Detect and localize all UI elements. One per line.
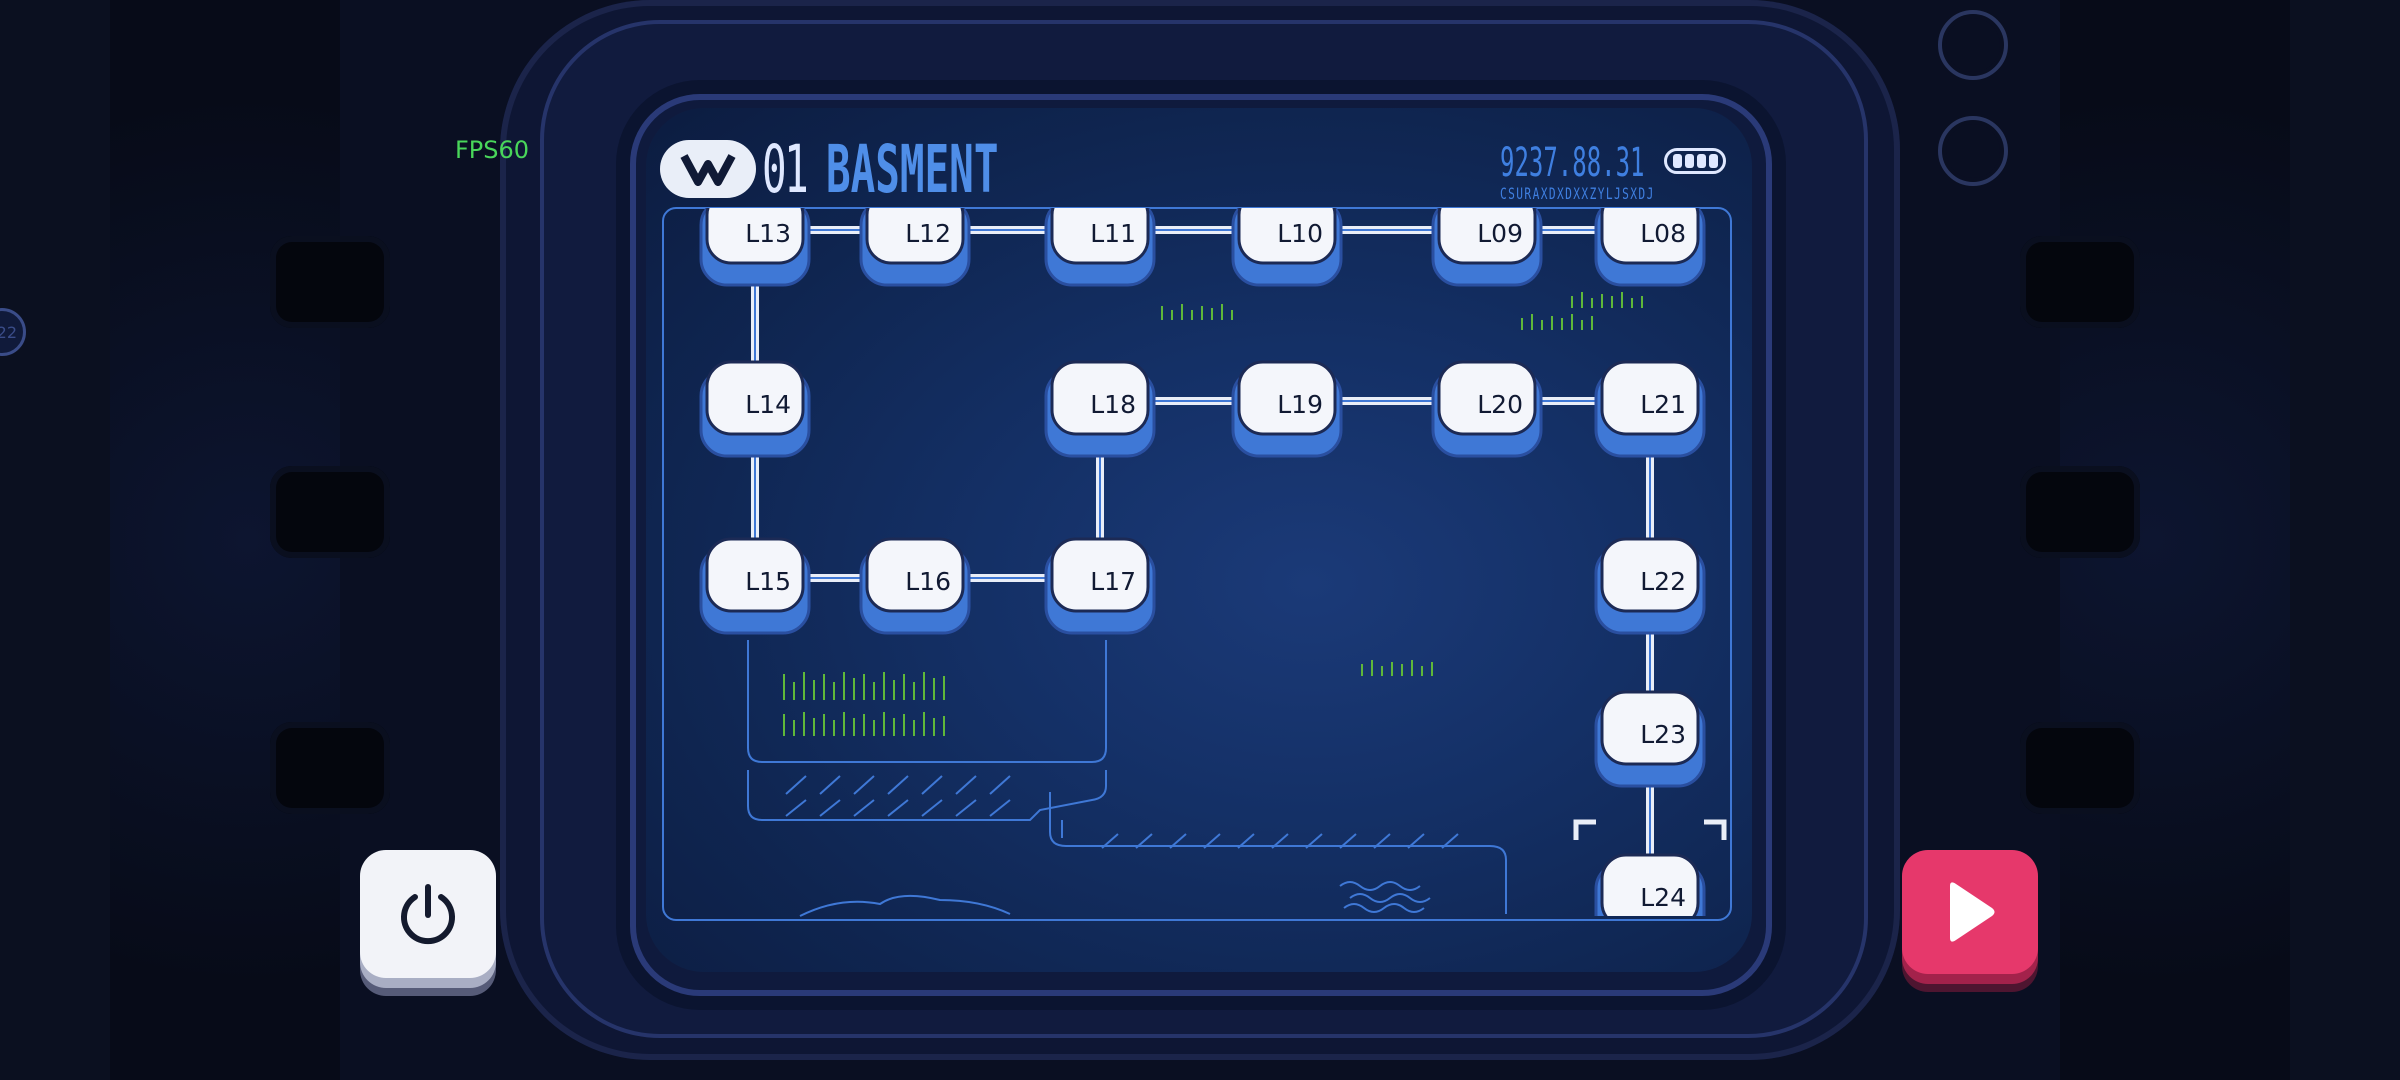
level-node-label: L18 [1090, 390, 1136, 419]
level-node-l14[interactable]: L14 [699, 360, 811, 458]
level-node-l15[interactable]: L15 [699, 537, 811, 635]
level-node-l21[interactable]: L21 [1594, 360, 1706, 458]
right-bracket [2020, 0, 2290, 1080]
play-icon [1950, 882, 1995, 942]
power-icon [401, 884, 455, 945]
bolt [270, 466, 390, 558]
bolt [270, 722, 390, 814]
ring-ornament [1938, 116, 2008, 186]
water-waves [1339, 881, 1431, 913]
level-node-l09[interactable]: L09 [1431, 191, 1543, 287]
level-node-label: L09 [1477, 219, 1523, 248]
level-node-label: L20 [1477, 390, 1523, 419]
power-button[interactable] [360, 850, 496, 978]
logo-icon [680, 154, 736, 186]
level-node-l13[interactable]: L13 [699, 191, 811, 287]
level-node-label: L13 [745, 219, 791, 248]
floor-markings [747, 640, 1507, 914]
bolt [270, 236, 390, 328]
selection-brackets [1573, 819, 1727, 840]
brand-logo [660, 140, 756, 198]
level-node-l23[interactable]: L23 [1594, 690, 1706, 788]
level-node-l20[interactable]: L20 [1431, 360, 1543, 458]
rubble-outline [799, 894, 1011, 917]
level-node-l16[interactable]: L16 [859, 537, 971, 635]
level-node-label: L14 [745, 390, 791, 419]
level-node-label: L15 [745, 567, 791, 596]
bolt [2020, 236, 2140, 328]
level-node-l19[interactable]: L19 [1231, 360, 1343, 458]
play-button[interactable] [1902, 850, 2038, 974]
level-node-l18[interactable]: L18 [1044, 360, 1156, 458]
level-node-l10[interactable]: L10 [1231, 191, 1343, 287]
level-node-l11[interactable]: L11 [1044, 191, 1156, 287]
level-number: 01 [762, 131, 809, 208]
level-node-label: L17 [1090, 567, 1136, 596]
level-node-label: L11 [1090, 219, 1136, 248]
bolt [2020, 466, 2140, 558]
level-node-label: L24 [1640, 883, 1686, 912]
level-node-label: L22 [1640, 567, 1686, 596]
level-node-label: L21 [1640, 390, 1686, 419]
grass-patches [783, 292, 1643, 736]
hatch-marks [785, 775, 1459, 849]
ring-ornament [1938, 10, 2008, 80]
left-bracket [110, 0, 390, 1080]
level-node-l24[interactable]: L24 [1594, 853, 1706, 949]
serial-readout: 9237.88.31 [1500, 140, 1645, 186]
level-node-label: L23 [1640, 720, 1686, 749]
battery-icon [1664, 148, 1726, 174]
bolt [2020, 722, 2140, 814]
level-node-l22[interactable]: L22 [1594, 537, 1706, 635]
right-wall [2290, 0, 2400, 1080]
map-screen [646, 108, 1752, 972]
level-node-l12[interactable]: L12 [859, 191, 971, 287]
left-wall [0, 0, 110, 1080]
level-node-label: L08 [1640, 219, 1686, 248]
map-border [662, 207, 1732, 921]
level-node-l17[interactable]: L17 [1044, 537, 1156, 635]
level-node-l08[interactable]: L08 [1594, 191, 1706, 287]
level-node-label: L19 [1277, 390, 1323, 419]
subcode-readout: CSURAXDXDXXZYLJSXDJ [1500, 184, 1655, 203]
level-node-label: L12 [905, 219, 951, 248]
level-node-label: L16 [905, 567, 951, 596]
fps-counter: FPS60 [455, 136, 530, 164]
level-node-label: L10 [1277, 219, 1323, 248]
level-name: BASMENT [826, 131, 999, 208]
